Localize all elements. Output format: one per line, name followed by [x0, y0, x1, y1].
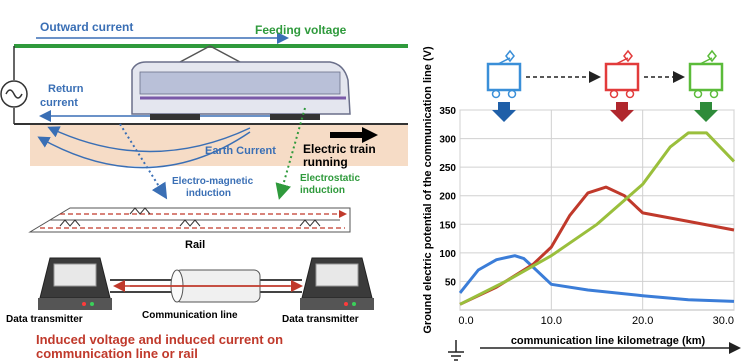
- es-induction-arrow: [275, 107, 306, 200]
- data-transmitter-left-label: Data transmitter: [6, 314, 83, 325]
- y-tick-label: 200: [439, 192, 456, 203]
- y-tick-label: 100: [439, 249, 456, 260]
- train-direction-arrow: [330, 127, 378, 143]
- y-tick-label: 300: [439, 135, 456, 146]
- em-induction-label-2: induction: [186, 188, 231, 199]
- series-line-3: [459, 131, 736, 306]
- data-transmitter-right-icon: [300, 257, 374, 310]
- earth-current-label: Earth Current: [205, 145, 276, 157]
- return-current-label-1: Return: [48, 83, 84, 95]
- plot-area: [459, 109, 735, 311]
- train-positions: [486, 49, 724, 122]
- caption-line-2: communication line or rail: [36, 346, 198, 361]
- y-tick-label: 150: [439, 220, 456, 231]
- tick-labels: 50 100 150 200 250 300 350 0.0 10.0 20.0 30.0: [439, 106, 734, 327]
- x-tick-label: 20.0: [632, 315, 653, 327]
- em-induction-arrow: [119, 123, 168, 200]
- earth-band: [30, 124, 408, 166]
- train-position-icon-1: [486, 49, 522, 122]
- train-position-icon-2: [604, 49, 640, 122]
- chart-series: [458, 131, 736, 306]
- y-tick-label: 50: [445, 277, 457, 288]
- induction-diagram: Outward current Feeding voltage Return c…: [0, 20, 408, 361]
- es-induction-label-2: induction: [300, 185, 345, 196]
- train-position-icon-3: [688, 49, 724, 122]
- y-tick-label: 250: [439, 163, 456, 174]
- y-axis-label: Ground electric potential of the communi…: [422, 46, 434, 334]
- caption-line-1: Induced voltage and induced current on: [36, 332, 283, 347]
- train-down-arrow-3: [694, 102, 718, 122]
- x-axis-label: communication line kilometrage (km): [511, 335, 706, 347]
- outward-current-label: Outward current: [40, 20, 133, 34]
- potential-chart: 50 100 150 200 250 300 350 0.0 10.0 20.0 30.0 Grou…: [422, 46, 741, 361]
- x-tick-label: 30.0: [713, 315, 734, 327]
- rail-label: Rail: [185, 239, 205, 251]
- train-down-arrow-2: [610, 102, 634, 122]
- train-running-label-1: Electric train: [303, 142, 376, 156]
- x-tick-label: 10.0: [541, 315, 562, 327]
- em-induction-label-1: Electro-magnetic: [172, 176, 254, 187]
- ground-symbol-icon: [448, 340, 464, 361]
- rail-lines: [28, 207, 351, 233]
- train-down-arrow-1: [492, 102, 516, 122]
- train-icon: [131, 45, 351, 120]
- y-tick-label: 350: [439, 106, 456, 117]
- data-transmitter-left-icon: [38, 257, 112, 310]
- train-running-label-2: running: [303, 155, 348, 169]
- data-transmitter-right-label: Data transmitter: [282, 314, 359, 325]
- feeding-voltage-label: Feeding voltage: [255, 23, 347, 37]
- communication-line-label: Communication line: [142, 310, 238, 321]
- es-induction-label-1: Electrostatic: [300, 173, 360, 184]
- communication-line-cable: [110, 269, 303, 303]
- x-tick-label: 0.0: [458, 315, 473, 327]
- return-current-label-2: current: [40, 97, 78, 109]
